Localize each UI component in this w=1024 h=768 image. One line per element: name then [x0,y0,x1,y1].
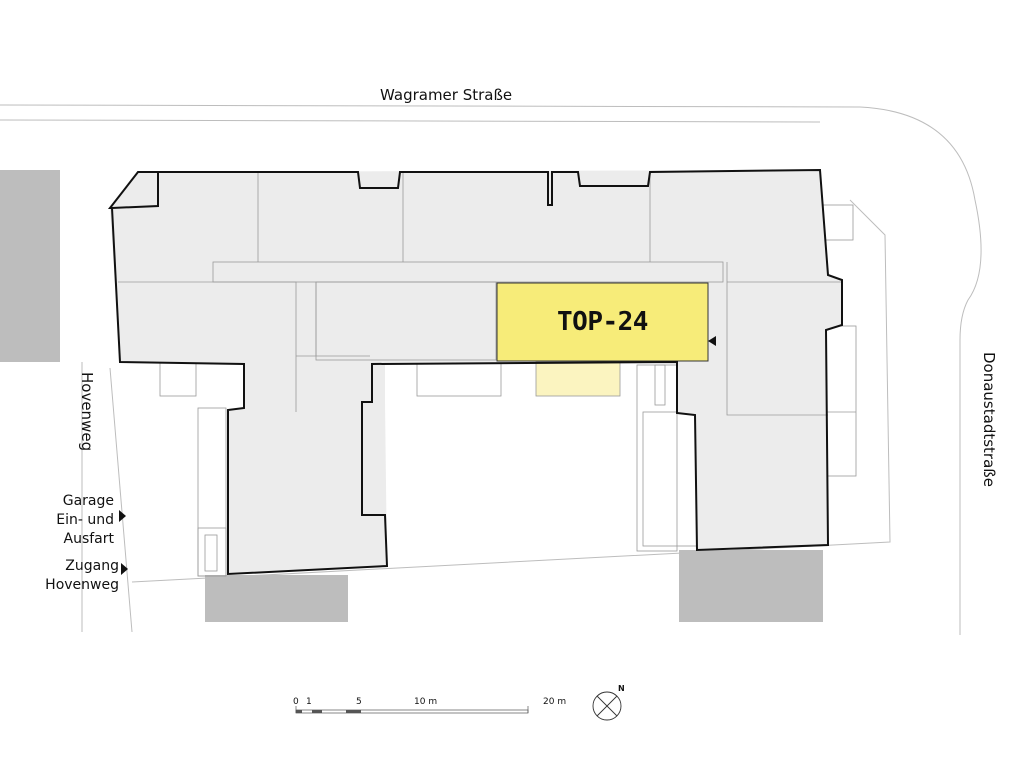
pedestrian-entry-label: Zugang Hovenweg [45,557,119,595]
garage-entry-line2: Ein- und [56,512,114,528]
pedestrian-entry-arrow [121,563,128,575]
garage-entry-arrow [119,510,126,522]
neighbor-buildings [0,170,823,622]
neighbor-block-bottom-right [679,550,823,622]
scale-bar [295,706,529,714]
scale-tick-5: 5 [356,697,362,707]
garage-entry-line3: Ausfart [63,531,115,547]
pedestrian-entry-line2: Hovenweg [45,577,119,593]
scale-tick-20: 20 m [543,697,567,707]
unit-top-24[interactable] [496,282,709,362]
scale-tick-10: 10 m [414,697,438,707]
building [110,170,842,574]
garage-entry-label: Garage Ein- und Ausfart [56,492,114,549]
unit-entrance-arrow [708,336,716,346]
scale-tick-1: 1 [306,697,312,707]
street-label-hovenweg: Hovenweg [78,372,96,452]
street-label-donaustadt: Donaustadtstraße [980,352,998,487]
street-label-wagramer: Wagramer Straße [380,86,513,104]
garage-entry-line1: Garage [62,493,114,509]
north-label: N [618,684,625,693]
unit-top-24-balcony[interactable] [535,361,621,397]
scale-tick-0: 0 [293,697,299,707]
neighbor-block-left [0,170,60,362]
pedestrian-entry-line1: Zugang [65,558,119,574]
building-outline [107,168,843,576]
north-arrow [592,691,622,721]
street-lines [0,104,982,635]
neighbor-block-bottom-left [205,575,348,622]
unit-label-top-24: TOP-24 [557,307,648,337]
building-fill [110,170,842,574]
